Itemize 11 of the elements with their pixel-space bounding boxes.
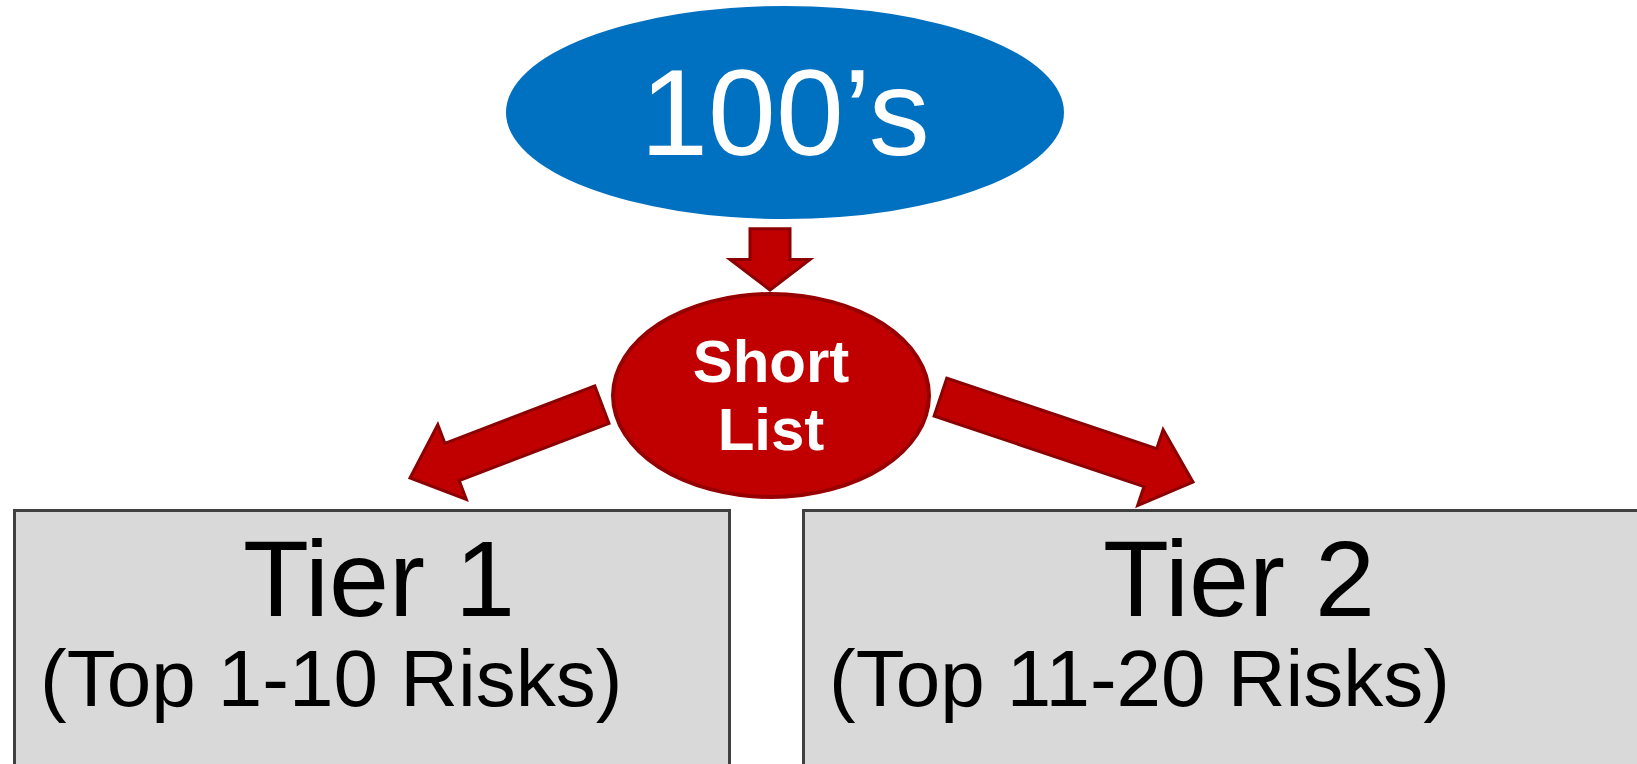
tier-title: Tier 2 bbox=[1102, 522, 1376, 636]
tier-subtitle: (Top 1-10 Risks) bbox=[40, 635, 624, 724]
tier-box bbox=[802, 509, 1637, 764]
node-label: 100’s bbox=[640, 51, 930, 174]
node-label: Short List bbox=[691, 328, 851, 463]
block-arrow bbox=[407, 384, 611, 502]
tier-title: Tier 1 bbox=[242, 522, 516, 636]
block-arrow bbox=[725, 227, 815, 292]
tier-box bbox=[13, 509, 731, 764]
block-arrow bbox=[932, 376, 1196, 509]
tier-subtitle: (Top 11-20 Risks) bbox=[829, 635, 1451, 724]
